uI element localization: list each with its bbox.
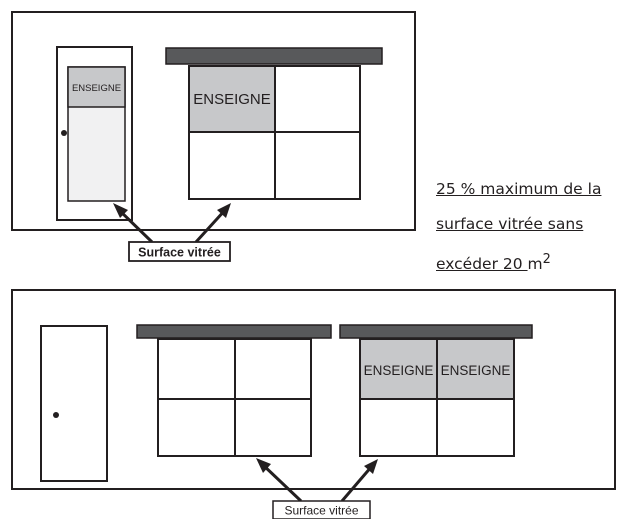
bottom-arrow-left-head [256, 458, 271, 473]
top-door-sign [67, 66, 126, 108]
bottom-door-knob [53, 412, 59, 418]
top-window-sign [189, 66, 275, 132]
top-arrow-left-head [113, 203, 128, 218]
bottom-door [40, 325, 108, 482]
top-window-sign-label: ENSEIGNE [193, 91, 271, 108]
rule-note-line-3: excéder 20 m2 [436, 242, 632, 282]
top-window-frame [188, 65, 361, 200]
top-awning [165, 47, 383, 65]
rule-note: 25 % maximum de la surface vitrée sans e… [436, 172, 632, 282]
rule-note-unit: m [527, 255, 543, 274]
rule-note-line-2: surface vitrée sans [436, 215, 584, 233]
rule-note-line-1: 25 % maximum de la [436, 180, 602, 198]
rule-note-unit-exp: 2 [542, 252, 551, 267]
top-glazed-label: Surface vitrée [138, 246, 221, 260]
top-facade: ENSEIGNE ENSEIGNE Surface vitrée [11, 11, 416, 262]
top-door-knob [61, 130, 67, 136]
bottom-right-window-frame [359, 338, 515, 457]
bottom-right-sign-left [360, 339, 437, 399]
bottom-facade: ENSEIGNE ENSEIGNE Surface vitrée [11, 289, 616, 519]
bottom-arrow-right [340, 465, 374, 502]
top-arrow-right [194, 207, 228, 244]
top-door-sign-label: ENSEIGNE [72, 83, 121, 94]
bottom-right-sign-right-label: ENSEIGNE [441, 363, 511, 378]
top-arrow-right-head [217, 203, 231, 218]
top-arrow-left [116, 207, 154, 244]
bottom-arrow-right-head [364, 459, 378, 474]
bottom-right-sign-left-label: ENSEIGNE [364, 363, 434, 378]
top-glazed-label-box [128, 241, 231, 262]
bottom-right-awning [339, 324, 533, 339]
bottom-left-awning [136, 324, 332, 339]
bottom-right-sign-right [437, 339, 514, 399]
bottom-glazed-label-box [272, 500, 371, 519]
bottom-arrow-left [260, 462, 303, 503]
rule-note-line-3-text: excéder 20 [436, 255, 528, 274]
bottom-glazed-label: Surface vitrée [284, 504, 358, 518]
